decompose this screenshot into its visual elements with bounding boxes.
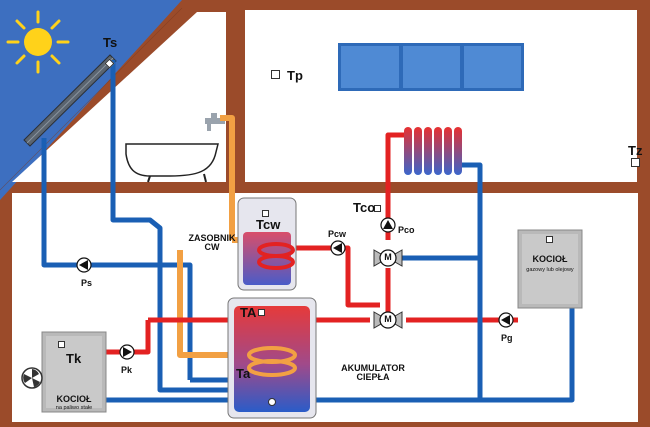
- label-pco: Pco: [398, 225, 415, 235]
- gas-boiler: [517, 229, 583, 309]
- attic-room: [12, 12, 226, 182]
- sensor-tk: [58, 341, 65, 348]
- bathtub-icon: [125, 143, 219, 183]
- gas-boiler-subtitle: gazowy lub olejowy: [526, 267, 574, 273]
- motor-valve-icon: [373, 249, 403, 329]
- solid-boiler-subtitle: na paliwo stałe: [55, 405, 93, 411]
- sun-icon: [6, 10, 70, 74]
- sensor-gas-boiler: [546, 236, 553, 243]
- solar-collector-icon: [23, 54, 117, 147]
- radiator-icon: [404, 127, 462, 175]
- solid-boiler-title: KOCIOŁ: [56, 394, 92, 404]
- label-pcw: Pcw: [328, 229, 347, 239]
- label-tz: Tz: [628, 143, 643, 158]
- label-ta-lower: Ta: [236, 366, 251, 381]
- sensor-tco: [374, 205, 381, 212]
- dhw-tank: [237, 197, 297, 291]
- sensor-tcw: [262, 210, 269, 217]
- valve-mark-upper: M: [384, 252, 392, 262]
- label-ta-upper: TA: [240, 305, 257, 320]
- label-akumulator: AKUMULATOR CIEPŁA: [330, 364, 416, 382]
- label-ts: Ts: [103, 35, 118, 50]
- sensor-ta-upper: [258, 309, 265, 316]
- pipes: [41, 60, 575, 403]
- fan-icon: [21, 367, 43, 389]
- sensor-tz: [631, 158, 640, 167]
- tap-icon: [205, 113, 225, 131]
- label-zasobnik-line1: ZASOBNIK: [188, 233, 236, 243]
- label-tcw: Tcw: [256, 217, 281, 232]
- label-zasobnik-line2: CW: [204, 242, 220, 252]
- label-zasobnik: ZASOBNIK CW: [186, 234, 238, 252]
- window-icon: [338, 43, 524, 91]
- label-tco: Tco: [353, 200, 376, 215]
- roof-bricks: [0, 7, 183, 191]
- label-pk: Pk: [121, 365, 133, 375]
- accumulator-tank: [227, 297, 317, 419]
- gas-boiler-title: KOCIOŁ: [532, 254, 568, 264]
- label-pg: Pg: [501, 333, 513, 343]
- sensor-tp: [271, 70, 280, 79]
- valve-mark-lower: M: [384, 314, 392, 324]
- label-akumulator-line2: CIEPŁA: [356, 372, 390, 382]
- label-tp: Tp: [287, 68, 303, 83]
- label-tk: Tk: [66, 351, 82, 366]
- pump-icon: [76, 217, 514, 360]
- label-ps: Ps: [81, 278, 93, 288]
- sensor-ta-lower: [268, 398, 276, 406]
- label-akumulator-line1: AKUMULATOR: [341, 363, 405, 373]
- solid-fuel-boiler: [41, 331, 107, 413]
